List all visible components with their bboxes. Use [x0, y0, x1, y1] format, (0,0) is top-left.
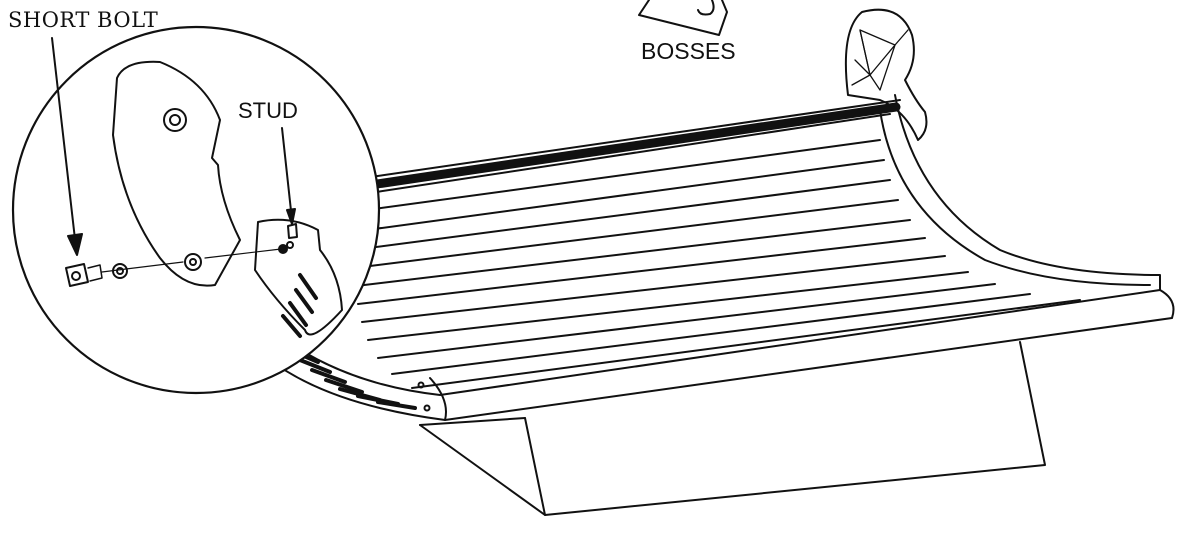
stud-label: STUD — [238, 98, 298, 123]
lamp-bed — [269, 94, 1175, 421]
detail-magnifier — [11, 25, 381, 395]
leader-lines — [51, 37, 296, 256]
bed-base — [419, 341, 1046, 516]
head-end-cap — [844, 8, 928, 141]
short-bolt-label: SHORT BOLT — [8, 8, 159, 32]
bosses-label: BOSSES — [641, 38, 736, 64]
bosses-callout — [638, 0, 728, 36]
